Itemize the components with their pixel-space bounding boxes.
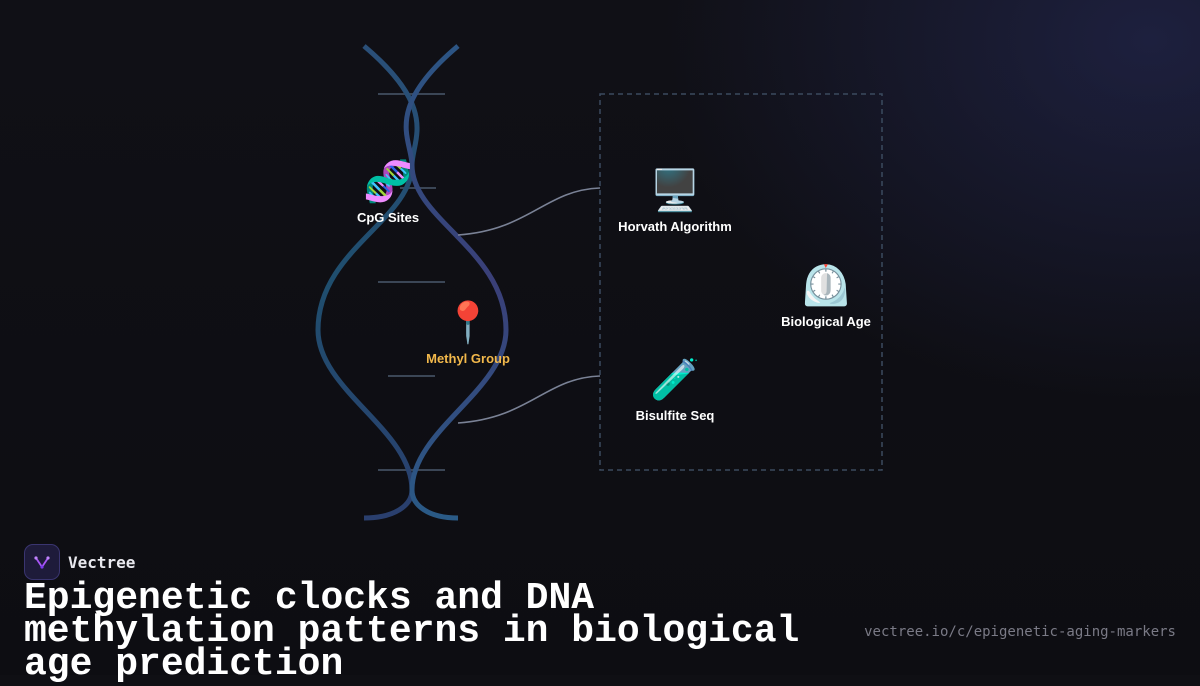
node-bisulfite-seq: 🧪 Bisulfite Seq bbox=[636, 358, 715, 423]
node-label: Biological Age bbox=[781, 314, 871, 329]
node-label: Bisulfite Seq bbox=[635, 408, 715, 423]
vectree-logo-icon bbox=[24, 544, 60, 580]
node-cpg-sites: 🧬 CpG Sites bbox=[357, 160, 419, 225]
page-title: Epigenetic clocks and DNA methylation pa… bbox=[24, 577, 800, 686]
brand[interactable]: Vectree bbox=[24, 544, 135, 580]
brand-name: Vectree bbox=[68, 552, 136, 572]
computer-icon: 🖥️ bbox=[650, 169, 700, 213]
node-label: CpG Sites bbox=[356, 210, 420, 225]
node-label: Horvath Algorithm bbox=[618, 219, 732, 234]
helix-strand-right bbox=[403, 44, 509, 521]
connector-cpg-to-box bbox=[457, 187, 601, 236]
timer-icon: ⏲️ bbox=[801, 264, 851, 308]
source-url[interactable]: vectree.io/c/epigenetic-aging-markers bbox=[864, 624, 1176, 640]
dna-icon: 🧬 bbox=[363, 160, 413, 204]
node-label: Methyl Group bbox=[426, 351, 510, 366]
test-tube-icon: 🧪 bbox=[650, 358, 700, 402]
node-methyl-group: 📍 Methyl Group bbox=[426, 301, 510, 366]
pin-icon: 📍 bbox=[443, 301, 493, 345]
node-biological-age: ⏲️ Biological Age bbox=[781, 264, 871, 329]
connector-methyl-to-box bbox=[457, 375, 601, 424]
node-horvath-algorithm: 🖥️ Horvath Algorithm bbox=[618, 169, 732, 234]
analysis-box bbox=[599, 93, 883, 471]
